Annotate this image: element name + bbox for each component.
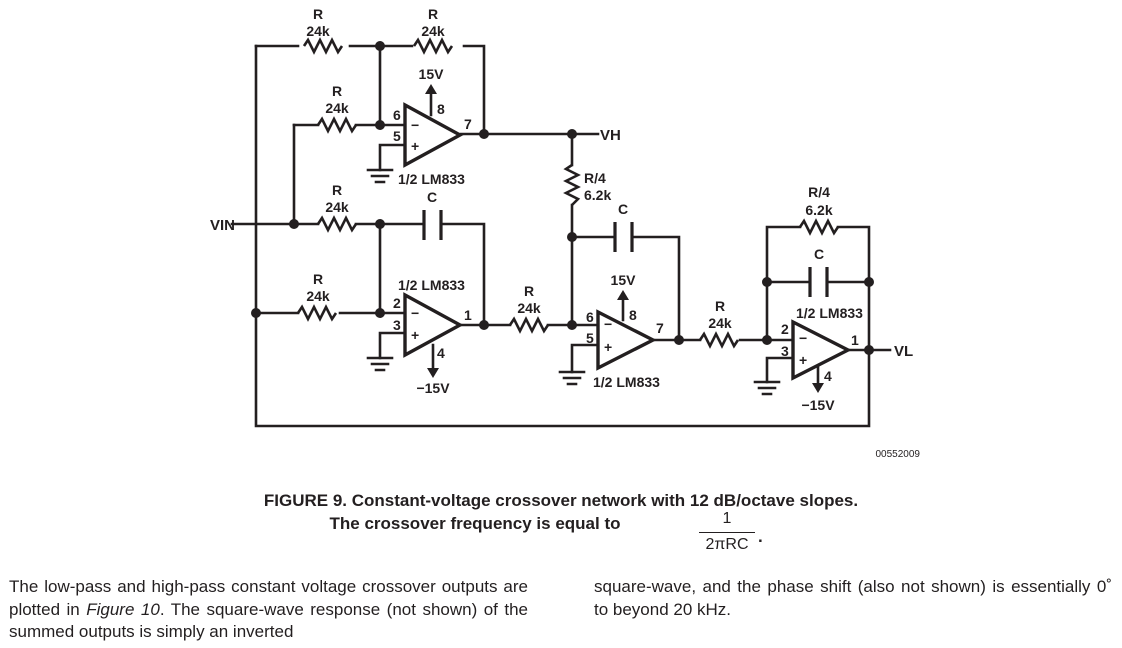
vin-label: VIN (210, 217, 235, 234)
noninverting-sign: + (799, 352, 807, 368)
junction-dots (251, 41, 874, 355)
r4-label: R/4 (584, 170, 606, 186)
pin-number: 3 (393, 317, 401, 333)
r-label: R (715, 298, 725, 314)
body-text: . The square-wave response (not shown) o… (9, 599, 528, 642)
noninverting-sign: + (411, 327, 419, 343)
pin-number: 6 (586, 309, 594, 325)
crossover-schematic: R 24k R 24k R 24k R 24k R 24k R 24k R 24… (210, 6, 921, 460)
opamp-label: 1/2 LM833 (796, 305, 863, 321)
pin-number: 4 (824, 368, 832, 384)
vl-label: VL (894, 343, 913, 360)
supply-label: −15V (416, 380, 450, 396)
r-value: 24k (306, 23, 330, 39)
body-column-right: square-wave, and the phase shift (also n… (594, 577, 1112, 619)
ground-symbols (366, 168, 781, 396)
body-column-left: The low-pass and high-pass constant volt… (9, 576, 528, 644)
r-value: 24k (306, 288, 330, 304)
opamp-4 (791, 319, 852, 381)
pin-number: 4 (437, 345, 445, 361)
r-label: R (524, 283, 534, 299)
pin-number: 2 (393, 295, 401, 311)
pin-number: 8 (437, 101, 445, 117)
r4-label: R/4 (808, 184, 830, 200)
figure-caption-line2: The crossover frequency is equal to (329, 514, 621, 533)
body-text: The low-pass and high-pass constant volt… (9, 577, 528, 619)
pin-number: 1 (851, 332, 859, 348)
pin-number: 8 (629, 307, 637, 323)
resistors (296, 38, 840, 348)
supply-label: 15V (419, 66, 445, 82)
figure-code: 00552009 (876, 449, 921, 460)
noninverting-sign: + (604, 339, 612, 355)
figure-reference-link[interactable]: Figure 10 (86, 599, 160, 619)
opamp-2 (403, 292, 464, 358)
r-value: 24k (325, 100, 349, 116)
pin-number: 6 (393, 107, 401, 123)
pin-number: 5 (393, 128, 401, 144)
vh-label: VH (600, 127, 621, 144)
r-value: 24k (325, 199, 349, 215)
opamp-label: 1/2 LM833 (398, 171, 465, 187)
pin-number: 5 (586, 330, 594, 346)
pin-number: 3 (781, 343, 789, 359)
supply-label: 15V (611, 272, 637, 288)
r4-value: 6.2k (584, 187, 611, 203)
opamp-label: 1/2 LM833 (593, 374, 660, 390)
r-label: R (428, 6, 438, 22)
inverting-sign: − (411, 305, 419, 321)
capacitors (422, 210, 829, 297)
opamp-label: 1/2 LM833 (398, 277, 465, 293)
r-value: 24k (421, 23, 445, 39)
supply-label: −15V (801, 397, 835, 413)
c-label: C (814, 246, 824, 262)
formula-numerator: 1 (722, 510, 732, 527)
noninverting-sign: + (411, 138, 419, 154)
inverting-sign: − (604, 316, 612, 332)
crossover-formula: 1 2πRC (699, 510, 755, 554)
supply-arrows (425, 84, 824, 393)
c-label: C (618, 201, 628, 217)
formula-denominator: 2πRC (705, 536, 749, 553)
figure-caption-line1: FIGURE 9. Constant-voltage crossover net… (263, 491, 859, 510)
fraction-bar (699, 532, 755, 533)
r-label: R (332, 182, 342, 198)
component-labels: R 24k R 24k R 24k R 24k R 24k R 24k R 24… (210, 6, 913, 413)
r-value: 24k (517, 300, 541, 316)
r4-value: 6.2k (805, 202, 832, 218)
inverting-sign: − (411, 117, 419, 133)
pin-number: 7 (464, 116, 472, 132)
opamps (403, 102, 852, 381)
c-label: C (427, 189, 437, 205)
r-label: R (313, 6, 323, 22)
pin-number: 2 (781, 321, 789, 337)
pin-number: 1 (464, 307, 472, 323)
r-label: R (313, 271, 323, 287)
pin-number: 7 (656, 320, 664, 336)
r-label: R (332, 83, 342, 99)
opamp-1 (403, 102, 464, 168)
formula-period: . (758, 527, 763, 546)
inverting-sign: − (799, 330, 807, 346)
r-value: 24k (708, 315, 732, 331)
opamp-3 (596, 309, 657, 371)
